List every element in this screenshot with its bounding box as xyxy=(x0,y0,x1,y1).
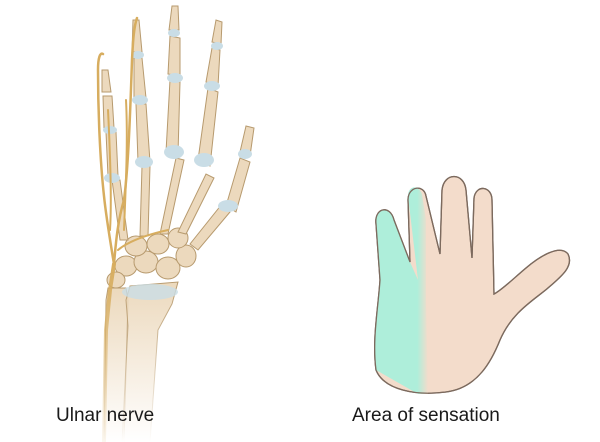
wrist-joint-highlight xyxy=(122,284,178,300)
thumb-bones xyxy=(218,125,255,213)
ulnar-nerve-caption: Ulnar nerve xyxy=(56,405,155,426)
middle-finger-bones xyxy=(164,5,184,159)
area-of-sensation-caption: Area of sensation xyxy=(352,405,500,426)
ulnar-sensation-area xyxy=(374,187,428,394)
ulnar-nerve xyxy=(96,16,169,442)
hand-skeleton-illustration xyxy=(96,5,255,442)
hand-sensation-illustration xyxy=(374,175,571,394)
index-finger-bones xyxy=(194,19,223,167)
ring-finger-bones xyxy=(131,19,153,168)
hand-outline-stroke xyxy=(374,175,571,394)
